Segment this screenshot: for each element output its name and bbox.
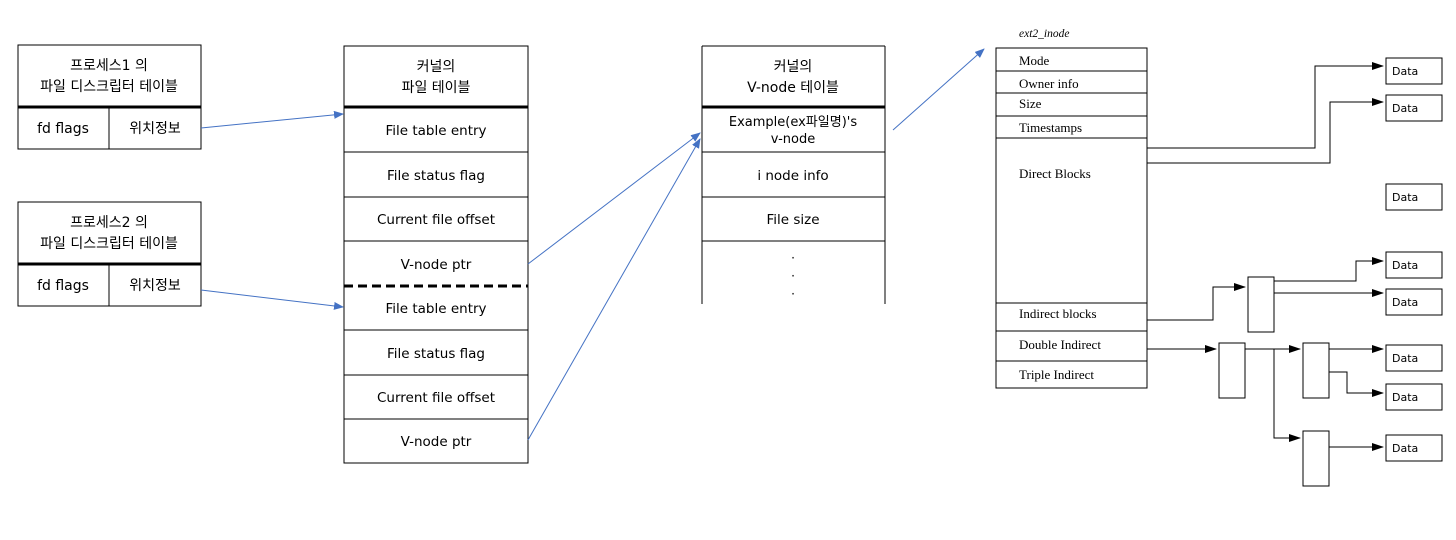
double-l2a-to-data-7 <box>1329 371 1384 397</box>
arrow-vnode-ptr1-to-vnode <box>527 132 701 265</box>
process2-fd-flags: fd flags <box>37 278 89 294</box>
arrow-p2-to-file-entry <box>200 289 344 310</box>
process1-title-line2: 파일 디스크립터 테이블 <box>40 79 178 95</box>
kernel-file-table-title-line1: 커널의 <box>417 59 456 75</box>
process2-title-line2: 파일 디스크립터 테이블 <box>40 236 178 252</box>
inode-field-triple-indirect: Triple Indirect <box>1019 367 1094 382</box>
inode-field-timestamps: Timestamps <box>1019 120 1082 135</box>
inode-field-indirect: Indirect blocks <box>1019 306 1097 321</box>
process1-title-line1: 프로세스1 의 <box>70 58 148 74</box>
arrow-vnode-to-inode <box>892 48 985 131</box>
direct-pointer-1 <box>1147 62 1384 149</box>
process2-title-line1: 프로세스2 의 <box>70 215 148 231</box>
vnode-entry-line2: v-node <box>771 132 815 147</box>
data-block-2: Data <box>1392 102 1418 115</box>
vnode-table: 커널의 V-node 테이블 Example(ex파일명)'s v-node i… <box>701 45 886 304</box>
inode-field-owner: Owner info <box>1019 76 1079 91</box>
process1-position-info: 위치정보 <box>129 121 181 137</box>
ext2-inode-caption: ext2_inode <box>1019 28 1069 40</box>
process1-fd-table: 프로세스1 의 파일 디스크립터 테이블 fd flags 위치정보 <box>17 44 202 150</box>
blue-arrows <box>200 48 985 441</box>
current-file-offset-1: Current file offset <box>377 212 495 228</box>
vnode-ptr-1: V-node ptr <box>401 257 472 273</box>
vnode-entry-line1: Example(ex파일명)'s <box>729 115 857 130</box>
data-blocks: Data Data Data Data Data Data Data Data <box>1385 57 1443 462</box>
double-indirect-l1-block <box>1218 342 1246 399</box>
data-block-8: Data <box>1392 442 1418 455</box>
file-size: File size <box>766 212 819 228</box>
indirect-to-data-4 <box>1274 257 1384 282</box>
inode-info: i node info <box>757 168 828 184</box>
file-table-entry-1: File table entry <box>385 123 486 139</box>
inode-field-double-indirect: Double Indirect <box>1019 337 1101 352</box>
file-status-flag-1: File status flag <box>387 168 485 184</box>
process2-position-info: 위치정보 <box>129 278 181 294</box>
arrow-p1-to-file-entry <box>200 110 344 129</box>
current-file-offset-2: Current file offset <box>377 390 495 406</box>
ellipsis-dot-3: · <box>791 287 795 301</box>
inode-field-direct-blocks: Direct Blocks <box>1019 166 1091 181</box>
data-block-5: Data <box>1392 296 1418 309</box>
inode-field-mode: Mode <box>1019 53 1050 68</box>
vnode-table-title-line2: V-node 테이블 <box>747 80 839 96</box>
file-status-flag-2: File status flag <box>387 346 485 362</box>
single-indirect-block <box>1247 276 1275 333</box>
double-indirect-l2-block-a <box>1302 342 1330 399</box>
data-block-4: Data <box>1392 259 1418 272</box>
ext2-inode: ext2_inode Mode Owner info Size Timestam… <box>995 28 1148 389</box>
pointer-lines <box>1147 62 1384 451</box>
ellipsis-dot-2: · <box>791 269 795 283</box>
data-block-3: Data <box>1392 191 1418 204</box>
data-block-1: Data <box>1392 65 1418 78</box>
direct-pointer-2 <box>1147 98 1384 164</box>
data-block-7: Data <box>1392 391 1418 404</box>
kernel-file-table: 커널의 파일 테이블 File table entry File status … <box>343 45 529 464</box>
indirect-blocks <box>1218 276 1330 487</box>
data-block-6: Data <box>1392 352 1418 365</box>
file-table-entry-2: File table entry <box>385 301 486 317</box>
double-indirect-l2-block-b <box>1302 430 1330 487</box>
double-l1-to-l2b <box>1273 349 1301 442</box>
kernel-file-table-title-line2: 파일 테이블 <box>402 80 471 96</box>
arrow-vnode-ptr2-to-vnode <box>527 138 701 441</box>
vnode-ptr-2: V-node ptr <box>401 434 472 450</box>
ellipsis-dot-1: · <box>791 251 795 265</box>
process2-fd-table: 프로세스2 의 파일 디스크립터 테이블 fd flags 위치정보 <box>17 201 202 307</box>
indirect-pointer <box>1147 283 1246 321</box>
inode-field-size: Size <box>1019 96 1042 111</box>
process1-fd-flags: fd flags <box>37 121 89 137</box>
vnode-table-title-line1: 커널의 <box>774 59 813 75</box>
